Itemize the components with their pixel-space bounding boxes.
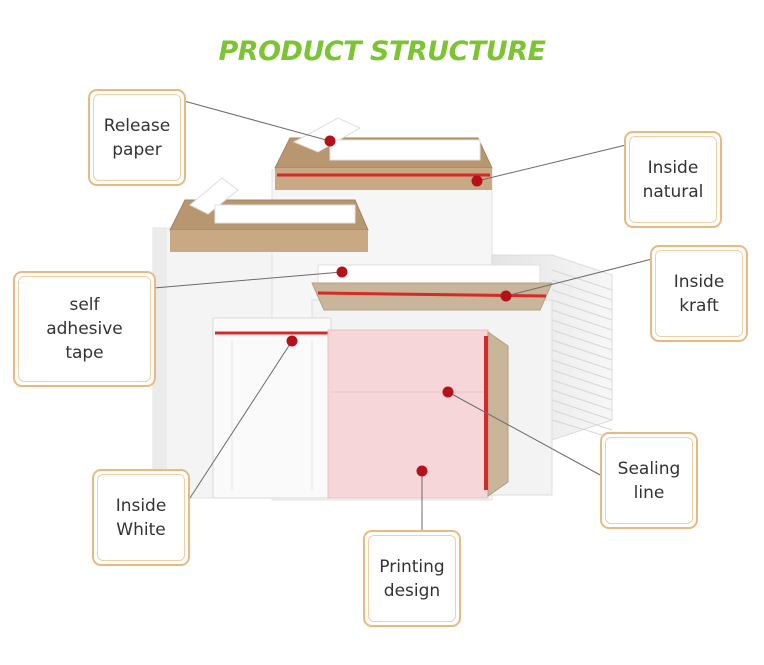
label-release-paper: Release paper [103,115,171,160]
callout-inside-white: Inside White [92,469,190,566]
callout-printing-design: Printing design [363,530,461,627]
label-sealing-line: Sealing line [617,458,681,503]
label-inside-natural: Inside natural [642,157,704,202]
page-title: PRODUCT STRUCTURE [218,36,546,67]
natural-flap-left [169,177,369,252]
label-self-adhesive-tape: self adhesive tape [46,295,123,363]
marker-printing-design [416,465,428,477]
callout-inside-natural: Inside natural [624,131,722,228]
marker-inside-natural [471,175,483,187]
marker-self-adhesive-tape [336,266,348,278]
callout-sealing-line: Sealing line [600,432,698,529]
white-envelope-front [212,317,332,499]
marker-release-paper [324,135,336,147]
callout-self-adhesive-tape: self adhesive tape [13,271,156,387]
marker-sealing-line [442,386,454,398]
natural-flap-top [274,117,493,190]
callout-inside-kraft: Inside kraft [650,245,748,342]
marker-inside-white [286,335,298,347]
label-inside-white: Inside White [115,495,167,540]
label-inside-kraft: Inside kraft [673,271,725,316]
markers [286,135,512,477]
printed-envelope [327,329,509,499]
marker-inside-kraft [500,290,512,302]
label-printing-design: Printing design [379,556,445,601]
connector-lines [153,100,653,530]
callout-release-paper: Release paper [88,89,186,186]
